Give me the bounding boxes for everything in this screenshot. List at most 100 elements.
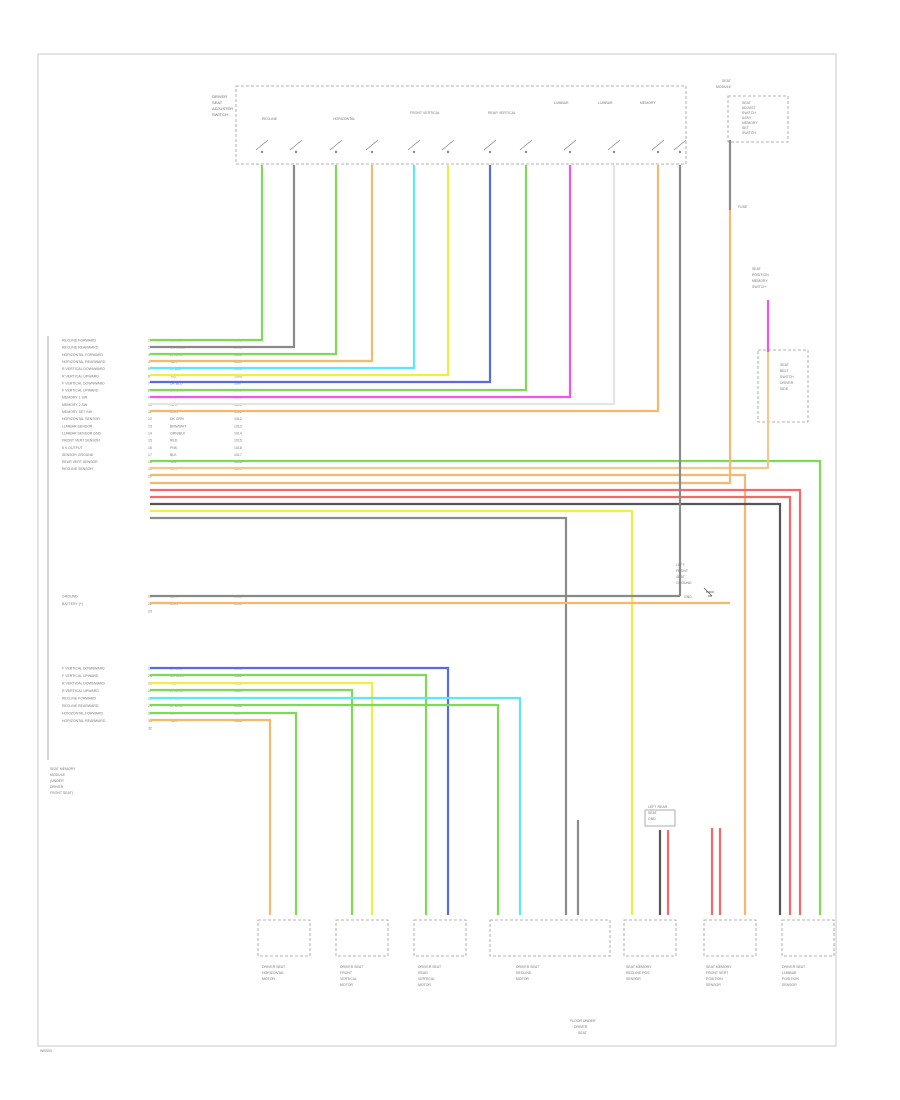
pin-number: 2 [148, 346, 150, 350]
pin-number: 26 [148, 682, 152, 686]
pin-number: 15 [148, 439, 152, 443]
motor-label-line: REAR [418, 971, 428, 975]
circuit-number: 1019 [234, 467, 242, 471]
trd-line-4: ASSY [742, 116, 752, 120]
mid-ground-4: GROUND [676, 581, 692, 585]
pin-label: 5 V OUTPUT [62, 446, 83, 450]
sbl-2: SEAT [648, 811, 658, 815]
wire-sensor-gnd [150, 502, 782, 915]
pin-number: 17 [148, 453, 152, 457]
module-label-2: MODULE [50, 773, 66, 777]
switch-wire [150, 165, 374, 363]
switch-wire [150, 165, 450, 377]
top-right-device-label: SEAT MODULE SEAT ADJUST SWITCH ASSY MEMO… [716, 79, 758, 135]
pin-number: 19 [148, 467, 152, 471]
contact-terminal [612, 150, 616, 154]
pin-number: 6 [148, 374, 150, 378]
pin-number: 8 [148, 389, 150, 393]
motor-box [623, 919, 677, 957]
rsl-3: SWITCH [780, 375, 794, 379]
switch-contact-icon [651, 139, 665, 151]
pin-label: RECLINE REARWARD [62, 346, 99, 350]
pin-label: RECLINE REARWARD [62, 704, 99, 708]
pin-number: 1 [148, 339, 150, 343]
lsw-4: SWITCH [752, 285, 766, 289]
switch-label-line-4: SWITCH [212, 112, 228, 117]
pin-label: FRONT VERT SENSOR [62, 439, 100, 443]
switch-wire [150, 165, 528, 392]
group-horizontal: HORIZONTAL [333, 117, 355, 121]
pin-label: RECLINE SENSOR [62, 467, 93, 471]
switch-wire [150, 165, 416, 370]
fuse-tag: FUSE [738, 205, 748, 209]
motor-label-line: DRIVER SEAT [516, 965, 540, 969]
pin-label: GROUND [62, 595, 78, 599]
wire-5v [150, 495, 792, 915]
wire-color-code: RED [170, 439, 178, 443]
trd-line-7: SWITCH [742, 131, 756, 135]
wire-color-code: BLK [170, 453, 177, 457]
circuit-number: 1012 [234, 417, 242, 421]
mid-ground-1: LEFT [676, 563, 685, 567]
circuit-number: 1015 [234, 439, 242, 443]
pin-label: MEMORY SET SW [62, 410, 93, 414]
pin-number: 3 [148, 353, 150, 357]
switch-contacts [255, 139, 687, 154]
pin-row: FRONT VERT SENSOR 15 RED 1015 [62, 439, 242, 443]
motor-wire [150, 673, 428, 915]
bottom-label-1: FLOOR UNDER [570, 1019, 596, 1023]
trd-line-5: MEMORY [742, 121, 758, 125]
motor-label-line: MOTOR [516, 977, 529, 981]
pin-number: 18 [148, 460, 152, 464]
pin-label: R VERTICAL UPWARD [62, 689, 99, 693]
contact-terminal [678, 150, 682, 154]
pin-row: 23 [148, 610, 152, 614]
switch-group-labels: RECLINE HORIZONTAL FRONT VERTICAL REAR V… [262, 101, 656, 121]
contact-terminal [370, 150, 374, 154]
lsw-3: MEMORY [752, 279, 768, 283]
pin-label: HORIZONTAL REARWARD [62, 360, 106, 364]
pin-label: RECLINE FORWARD [62, 697, 97, 701]
pin-number: 28 [148, 697, 152, 701]
motor-label-line: LUMBAR [782, 971, 797, 975]
pin-label: MEMORY 1 SW [62, 396, 88, 400]
wire-color-code: YEL [170, 374, 177, 378]
switch-wire [150, 165, 264, 342]
switch-contact-icon [255, 139, 269, 151]
contact-terminal [524, 150, 528, 154]
group-memory: MEMORY [640, 101, 656, 105]
switch-contact-icon [329, 139, 343, 151]
motor-label-line: SENSOR [706, 983, 721, 987]
wire-color-code: GRY [170, 467, 178, 471]
contact-terminal [568, 150, 572, 154]
switch-contact-icon [289, 139, 303, 151]
pin-row: 32 [148, 727, 152, 731]
pin-label: REAR VERT SENSOR [62, 460, 98, 464]
footer-code: W/0000 [40, 1049, 52, 1053]
motor-label-line: SENSOR [626, 977, 641, 981]
module-label: SEAT MEMORY MODULE (UNDER DRIVER FRONT S… [50, 767, 76, 795]
motor-label-line: DRIVER SEAT [262, 965, 286, 969]
motor-label-line: FRONT [340, 971, 353, 975]
pin-number: 29 [148, 704, 152, 708]
sbl-1: LEFT REAR [648, 805, 668, 809]
right-side-label: SEAT BELT SWITCH DRIVER SIDE [780, 363, 794, 391]
pin-number: 14 [148, 431, 152, 435]
group-lumbar-1: LUMBAR [554, 101, 569, 105]
contact-terminal [334, 150, 338, 154]
pin-label: SENSOR GROUND [62, 453, 94, 457]
mid-ground-3: SEAT [676, 575, 686, 579]
pin-number: 30 [148, 712, 152, 716]
rsl-2: BELT [780, 369, 789, 373]
pin-label: R VERTICAL DOWNWARD [62, 367, 106, 371]
pin-number: 4 [148, 360, 150, 364]
motor-box [413, 919, 467, 957]
motor-wire [150, 666, 450, 915]
pin-label: HORIZONTAL FORWARD [62, 353, 104, 357]
rear-ground-box [644, 809, 676, 827]
switch-wire [150, 165, 338, 356]
pin-label: F VERTICAL UPWARD [62, 674, 99, 678]
motor-box [703, 919, 757, 957]
contact-terminal [412, 150, 416, 154]
pin-number: 23 [148, 610, 152, 614]
